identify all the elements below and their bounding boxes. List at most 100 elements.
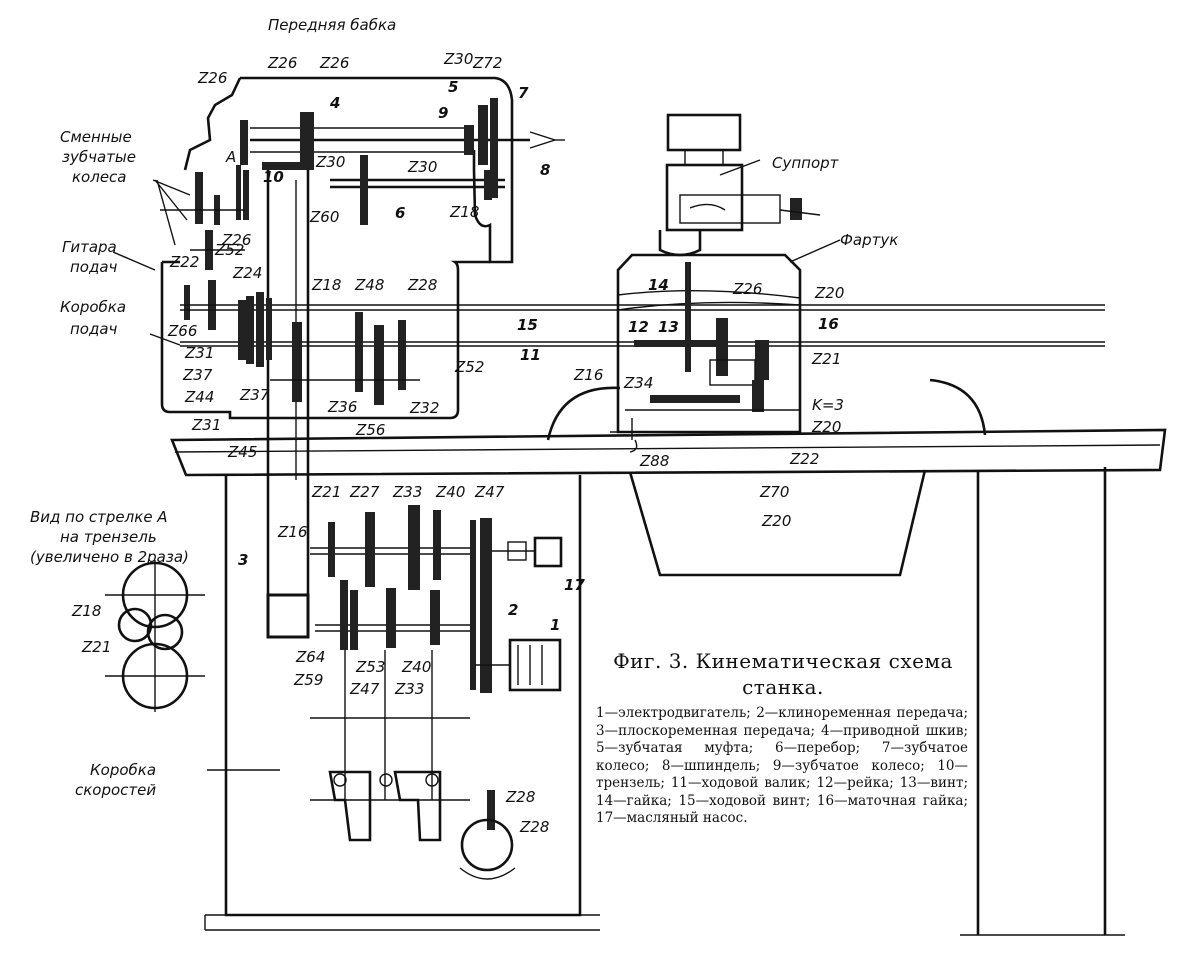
- diagram-labels: Передняя бабка Сменные зубчатые колеса Г…: [30, 16, 898, 836]
- gear-label: Z53: [355, 658, 385, 676]
- tumbler-view-a: [105, 560, 205, 712]
- view-a-label-1: Вид по стрелке А: [30, 508, 168, 526]
- part-number: 11: [520, 346, 541, 364]
- part-number: 13: [658, 318, 679, 336]
- feedbox-label-1: Коробка: [60, 298, 126, 316]
- part-number: 12: [628, 318, 649, 336]
- carriage-support: [658, 113, 821, 257]
- gear-label: Z18: [71, 602, 101, 620]
- part-number: 16: [818, 315, 839, 333]
- support-label: Суппорт: [772, 154, 840, 172]
- gear-label: Z31: [191, 416, 221, 434]
- part-number: 10: [263, 168, 284, 186]
- part-number: 6: [395, 204, 405, 222]
- part-number: 9: [438, 104, 448, 122]
- gear-label: Z18: [311, 276, 341, 294]
- gear-label: Z16: [277, 523, 307, 541]
- gear-label: Z26: [197, 69, 227, 87]
- part-number: 5: [448, 78, 458, 96]
- gear-label: Z44: [184, 388, 214, 406]
- gear-label: Z21: [311, 483, 341, 501]
- gear-label: Z33: [394, 680, 424, 698]
- apron: [610, 253, 802, 453]
- gear-label: Z30: [407, 158, 437, 176]
- gear-label: Z20: [814, 284, 844, 302]
- gear-label: Z24: [232, 264, 262, 282]
- change-gears-label-2: зубчатые: [62, 148, 136, 166]
- part-number: 1: [550, 616, 560, 634]
- gear-label: Z18: [449, 203, 479, 221]
- change-gears-label-3: колеса: [72, 168, 127, 186]
- lathe-bed: [170, 378, 1167, 936]
- gear-label: Z22: [169, 253, 199, 271]
- gear-label: Z21: [811, 350, 841, 368]
- view-a-label-3: (увеличено в 2раза): [30, 548, 189, 566]
- gear-label: Z26: [267, 54, 297, 72]
- gear-label: Z20: [811, 418, 841, 436]
- gear-label: Z27: [349, 483, 380, 501]
- gear-label: Z37: [182, 366, 213, 384]
- gear-label: Z26: [221, 231, 251, 249]
- gear-label: Z40: [435, 483, 465, 501]
- view-a-label-2: на трензель: [60, 528, 157, 546]
- part-number: 17: [564, 576, 585, 594]
- gear-label: Z16: [573, 366, 603, 384]
- gear-label: Z47: [349, 680, 380, 698]
- gear-label: Z33: [392, 483, 422, 501]
- gear-label: Z36: [327, 398, 357, 416]
- gear-label: Z21: [81, 638, 111, 656]
- change-gears-label-1: Сменные: [60, 128, 132, 146]
- speedbox-label-1: Коробка: [90, 761, 156, 779]
- gear-label: Z60: [309, 208, 339, 226]
- gear-label: Z52: [454, 358, 484, 376]
- part-number: 4: [329, 94, 340, 112]
- gear-label: Z45: [227, 443, 257, 461]
- figure-caption-line-1: Фиг. 3. Кинематическая схема: [613, 649, 953, 673]
- arrow-a-marker: А: [225, 148, 236, 166]
- gear-label: Z30: [315, 153, 345, 171]
- apron-label: Фартук: [840, 231, 898, 249]
- gear-label: Z70: [759, 483, 789, 501]
- gear-label: Z52: [214, 241, 244, 259]
- part-number: 14: [648, 276, 669, 294]
- gear-label: Z56: [355, 421, 385, 439]
- gear-label: Z31: [184, 344, 214, 362]
- speed-box: [310, 505, 516, 880]
- headstock-label: Передняя бабка: [268, 16, 396, 34]
- guitar-label-1: Гитара: [62, 238, 117, 256]
- feed-box: [160, 260, 1105, 420]
- gear-label: Z66: [167, 322, 197, 340]
- gear-label: Z88: [639, 452, 669, 470]
- gear-label: Z30: [443, 50, 473, 68]
- speedbox-label-2: скоростей: [75, 781, 156, 799]
- gear-label: Z28: [505, 788, 535, 806]
- gear-label: Z48: [354, 276, 384, 294]
- gear-label: Z32: [409, 399, 439, 417]
- motor-and-pump: [475, 536, 563, 692]
- figure-caption-line-2: станка.: [742, 675, 824, 699]
- gear-label: Z34: [623, 374, 653, 392]
- gear-label: Z40: [401, 658, 431, 676]
- part-number: 15: [517, 316, 538, 334]
- gear-label: Z26: [732, 280, 762, 298]
- part-number: 3: [238, 551, 248, 569]
- gear-label: Z22: [789, 450, 819, 468]
- guitar-label-2: подач: [70, 258, 118, 276]
- feedbox-label-2: подач: [70, 320, 118, 338]
- gear-label: Z72: [472, 54, 502, 72]
- part-number: 2: [508, 601, 518, 619]
- flat-belt-3: [262, 162, 314, 639]
- gear-label: Z20: [761, 512, 791, 530]
- figure-legend: 1—электродвигатель; 2—клиноременная пере…: [596, 705, 968, 826]
- part-number: 7: [518, 84, 529, 102]
- gear-label: Z37: [239, 386, 270, 404]
- gear-label: Z28: [519, 818, 549, 836]
- gear-label: Z59: [293, 671, 323, 689]
- figure-caption: Фиг. 3. Кинематическая схема станка.: [608, 648, 958, 700]
- part-number: 8: [540, 161, 550, 179]
- gear-label: K=3: [812, 396, 844, 414]
- gear-label: Z26: [319, 54, 349, 72]
- gear-label: Z28: [407, 276, 437, 294]
- gear-label: Z47: [474, 483, 505, 501]
